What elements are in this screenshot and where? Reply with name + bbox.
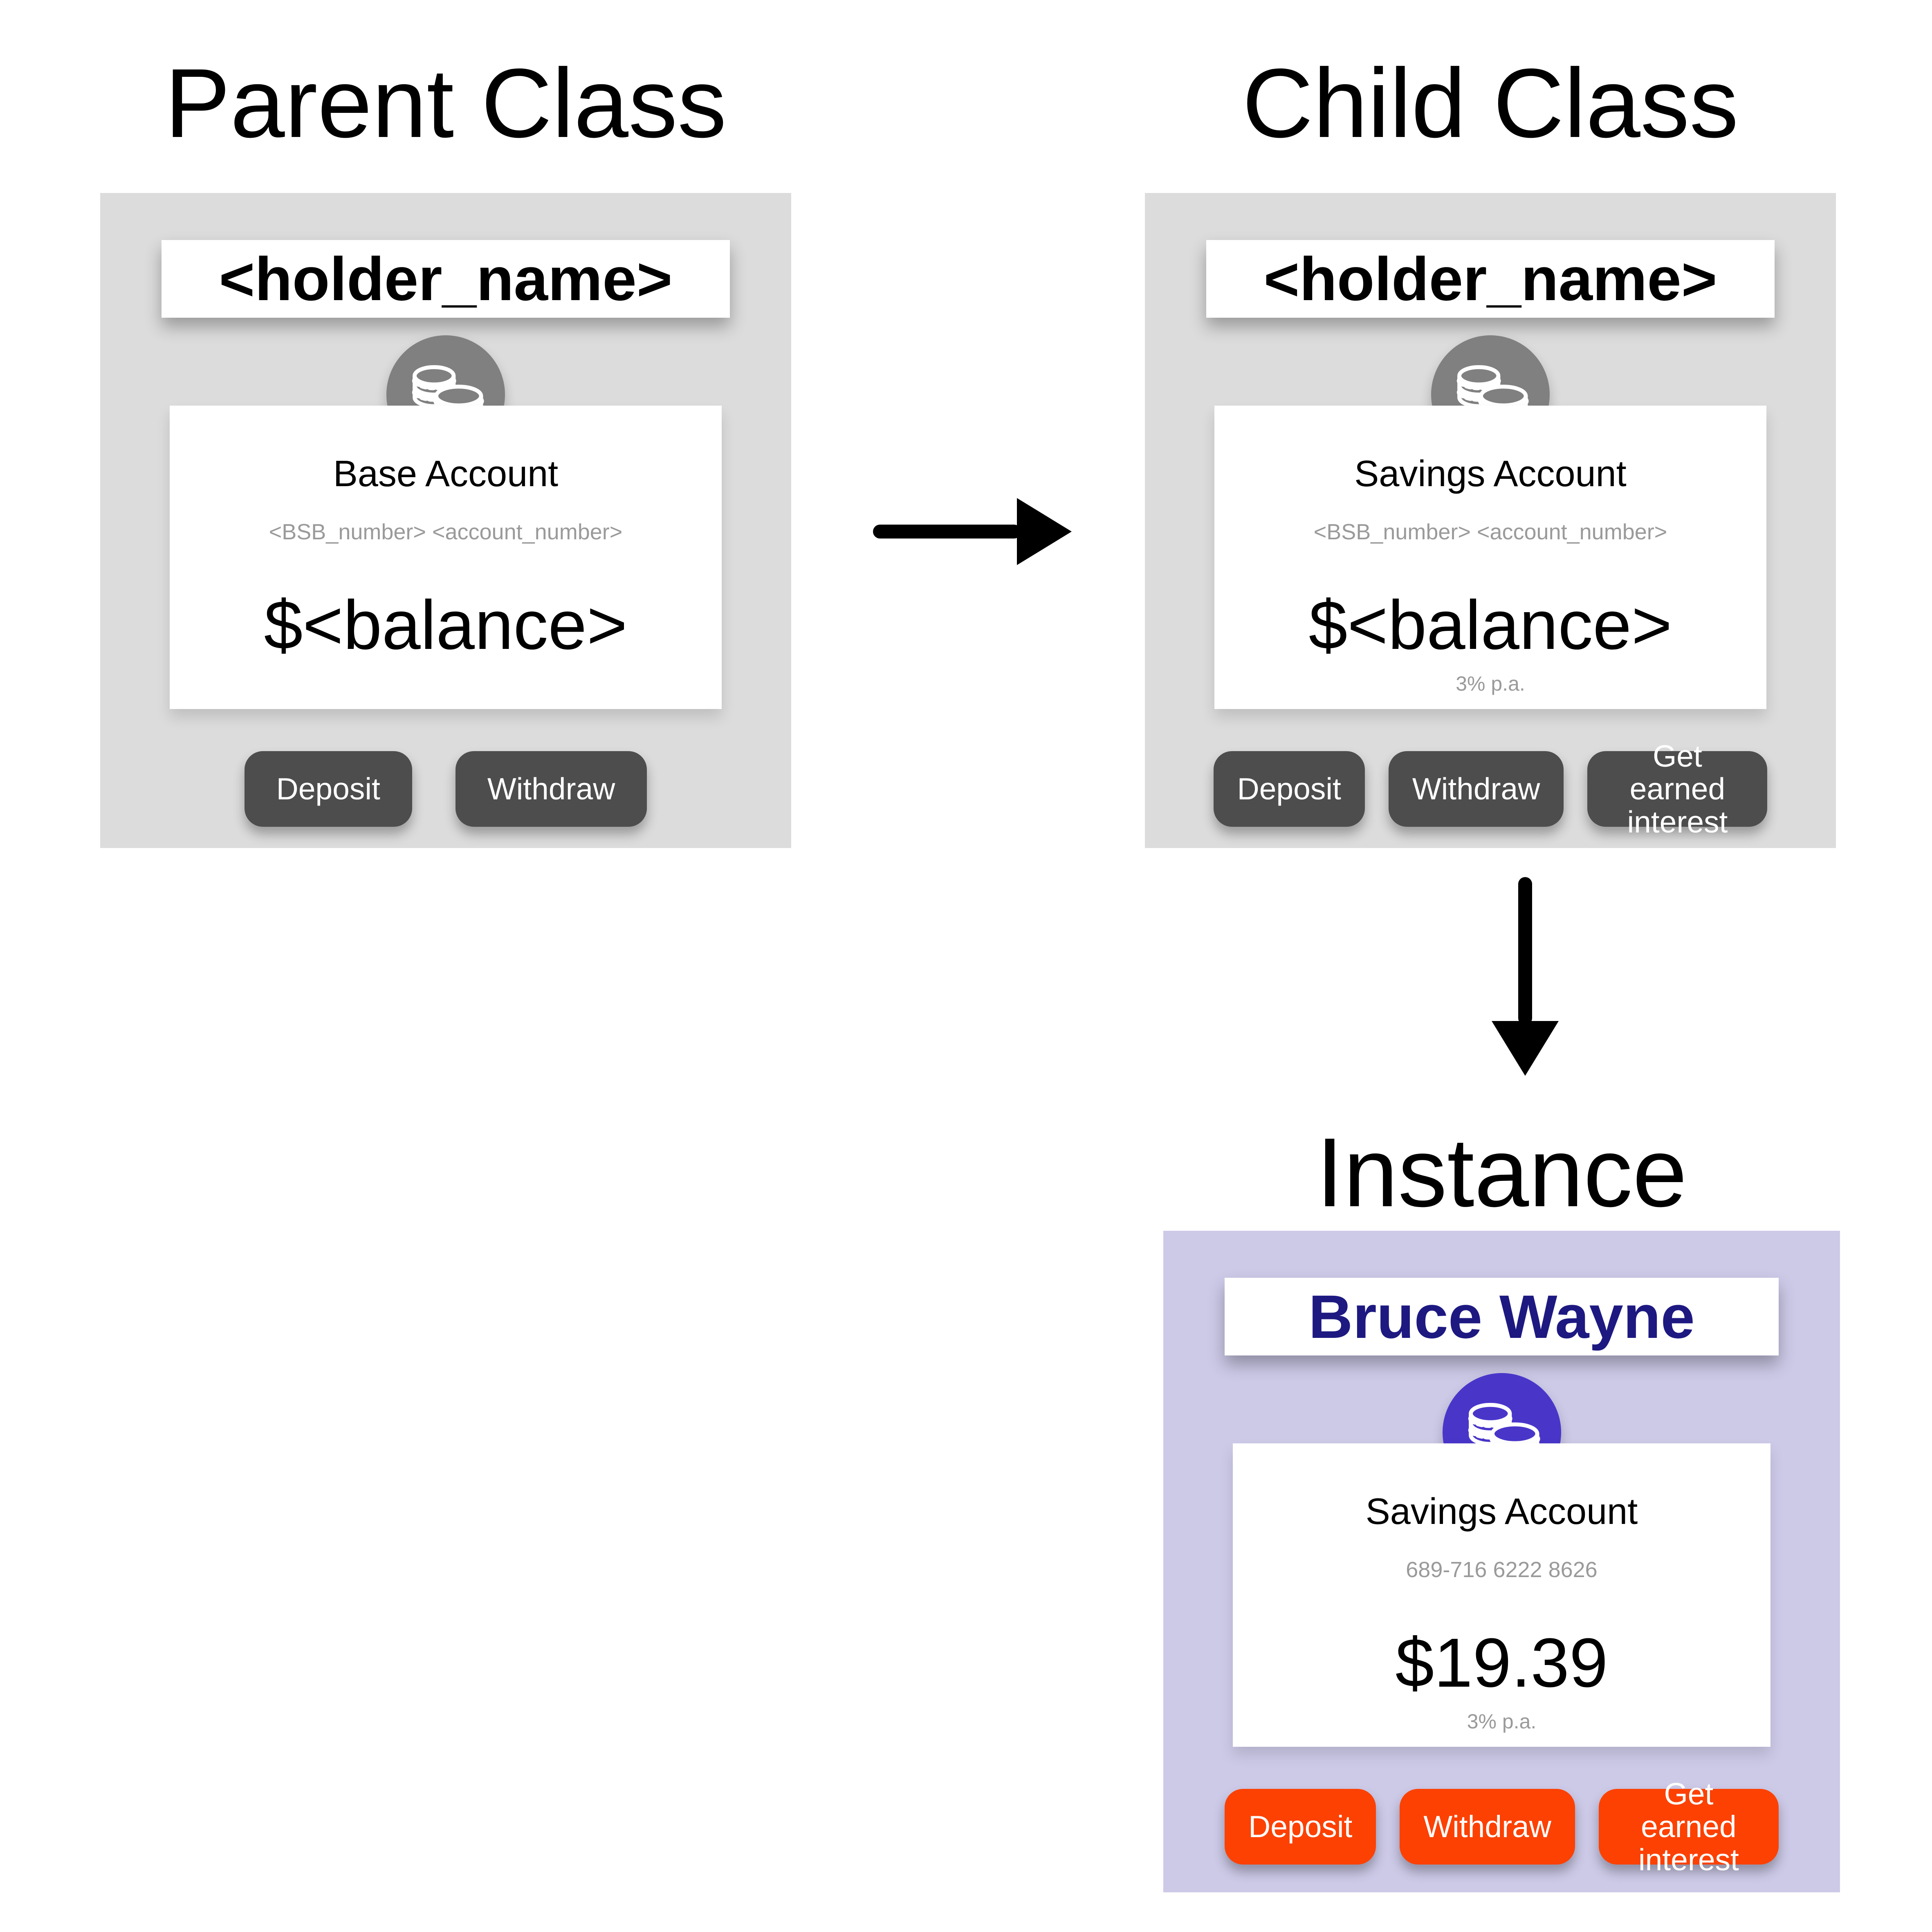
parent-class-card: <holder_name> Base Account <BSB_number> … — [100, 193, 791, 848]
withdraw-button[interactable]: Withdraw — [1388, 751, 1564, 827]
balance-value: $<balance> — [1308, 586, 1672, 664]
balance-value: $19.39 — [1395, 1624, 1608, 1702]
actions-row: Deposit Withdraw Get earned interest — [1163, 1777, 1840, 1876]
account-number: <BSB_number> <account_number> — [1313, 520, 1667, 544]
account-summary-card: Base Account <BSB_number> <account_numbe… — [170, 406, 722, 709]
account-type-label: Savings Account — [1365, 1491, 1638, 1532]
account-number: 689-716 6222 8626 — [1406, 1557, 1598, 1582]
instance-card: Bruce Wayne Savings Account 689-716 6222… — [1163, 1231, 1840, 1892]
account-type-label: Savings Account — [1354, 453, 1627, 494]
holder-name-bar: <holder_name> — [162, 240, 730, 318]
deposit-button[interactable]: Deposit — [244, 751, 412, 827]
interest-rate-label: 3% p.a. — [1456, 672, 1525, 695]
account-number: <BSB_number> <account_number> — [269, 520, 623, 544]
deposit-button[interactable]: Deposit — [1213, 751, 1365, 827]
holder-name-bar: Bruce Wayne — [1225, 1278, 1779, 1355]
withdraw-button[interactable]: Withdraw — [1400, 1789, 1575, 1865]
actions-row: Deposit Withdraw — [100, 751, 791, 827]
deposit-button[interactable]: Deposit — [1225, 1789, 1376, 1865]
arrow-right-icon — [873, 495, 1073, 568]
actions-row: Deposit Withdraw Get earned interest — [1145, 740, 1836, 838]
account-summary-card: Savings Account 689-716 6222 8626 $19.39… — [1233, 1443, 1770, 1747]
arrow-down-icon — [1488, 877, 1562, 1077]
interest-rate-label: 3% p.a. — [1467, 1710, 1537, 1733]
account-type-label: Base Account — [333, 453, 559, 494]
get-earned-interest-button[interactable]: Get earned interest — [1587, 740, 1768, 838]
get-earned-interest-button[interactable]: Get earned interest — [1598, 1777, 1779, 1876]
parent-class-heading: Parent Class — [165, 48, 727, 158]
withdraw-button[interactable]: Withdraw — [455, 751, 647, 827]
account-summary-card: Savings Account <BSB_number> <account_nu… — [1214, 406, 1766, 709]
holder-name-bar: <holder_name> — [1206, 240, 1775, 318]
instance-heading: Instance — [1316, 1117, 1687, 1227]
child-class-heading: Child Class — [1242, 48, 1739, 158]
child-class-card: <holder_name> Savings Account <BSB_numbe… — [1145, 193, 1836, 848]
balance-value: $<balance> — [264, 586, 628, 664]
